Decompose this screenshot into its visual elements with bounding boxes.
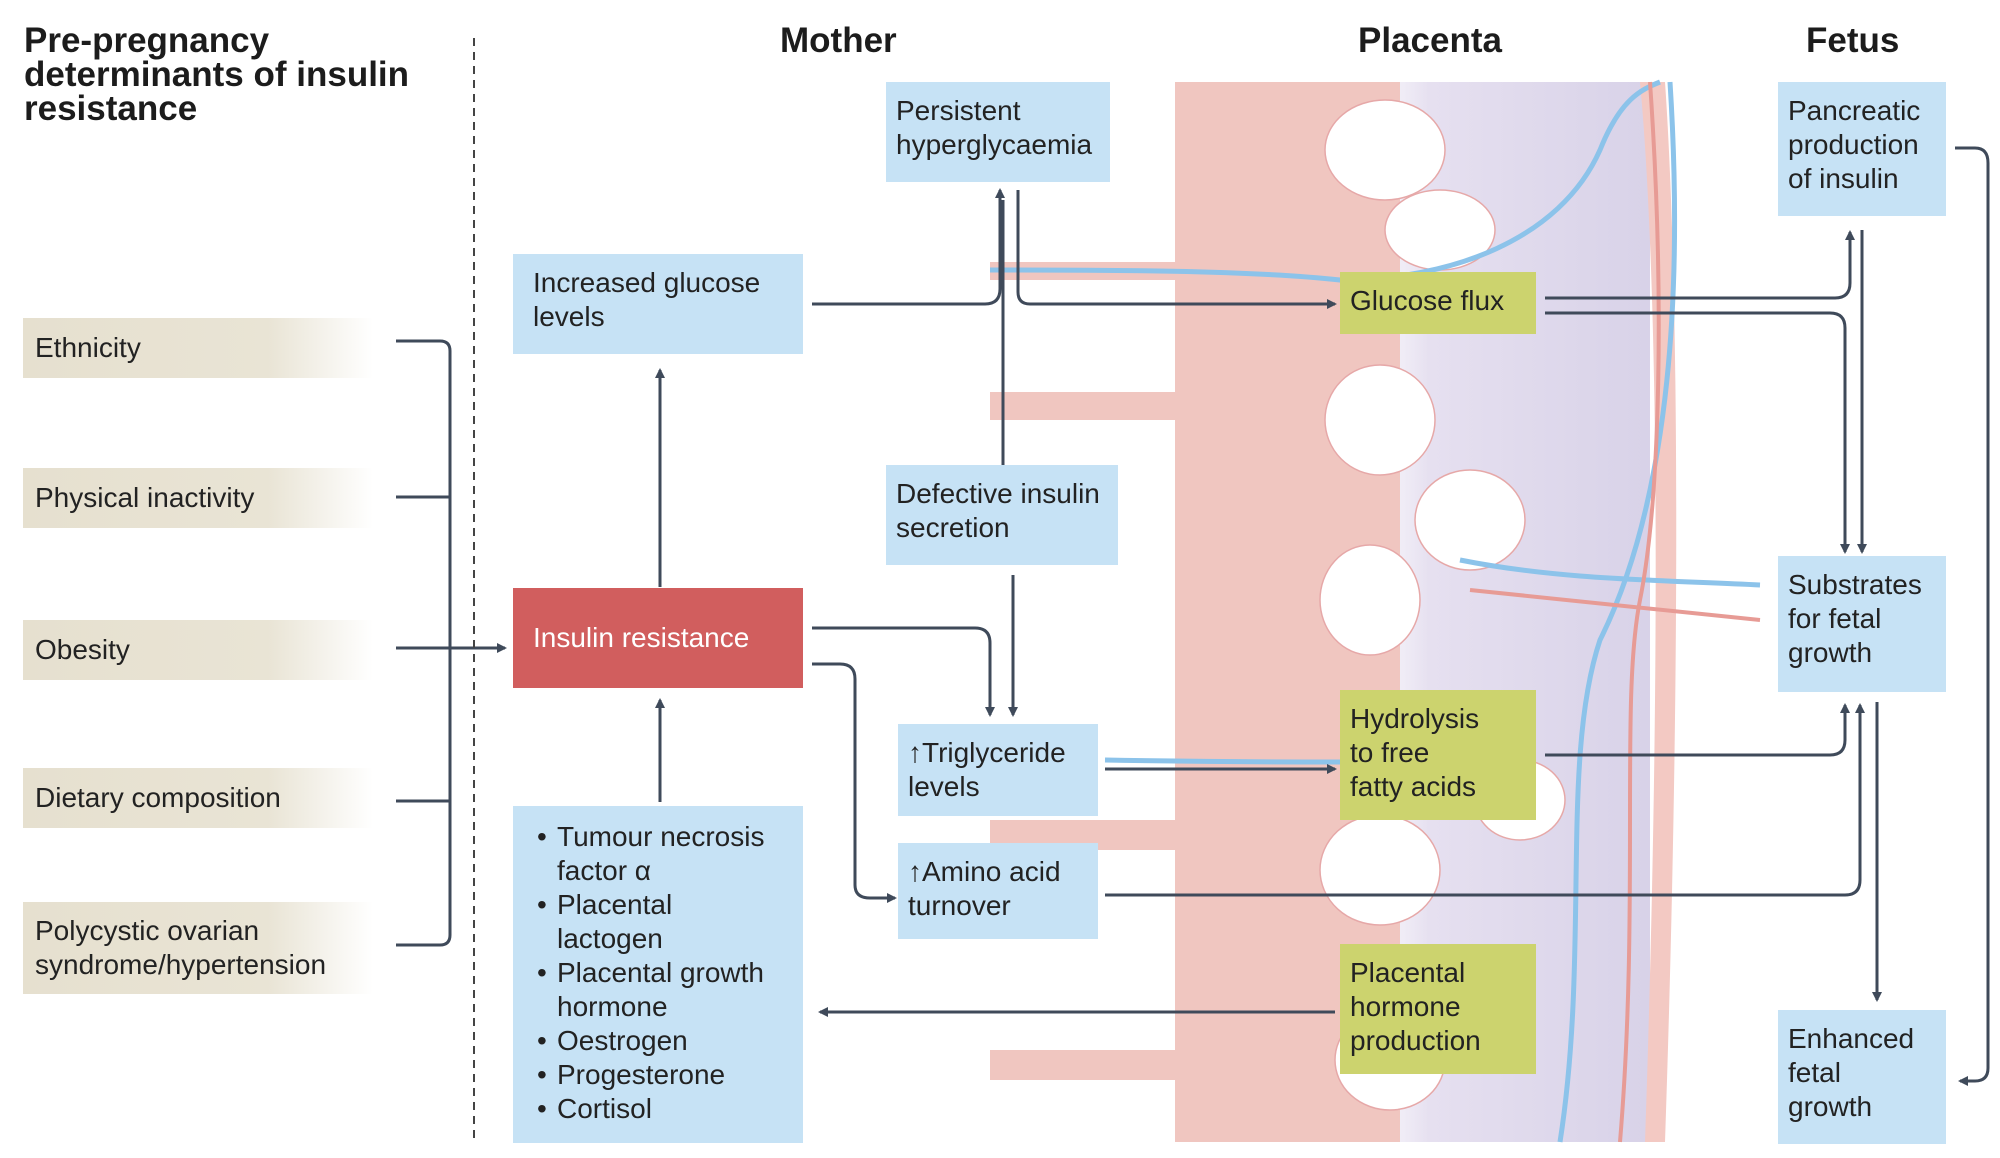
persistent-hyperglycaemia-label: Persistent hyperglycaemia (896, 95, 1093, 160)
hydrolysis-box: Hydrolysis to free fatty acids (1340, 690, 1536, 820)
hormone-production-label: Placental hormone production (1350, 957, 1481, 1056)
amino-acid-box: ↑Amino acid turnover (898, 843, 1098, 939)
determinant-physical-inactivity: Physical inactivity (23, 468, 373, 528)
hormone-production-box: Placental hormone production (1340, 944, 1536, 1074)
factor-item: Placental lactogen (535, 888, 793, 956)
enhanced-growth-box: Enhanced fetal growth (1778, 1010, 1946, 1144)
blue-vessels (989, 79, 1761, 1143)
substrates-label: Substrates for fetal growth (1788, 569, 1922, 668)
glucose-flux-label: Glucose flux (1350, 285, 1505, 316)
glucose-flux-box: Glucose flux (1340, 272, 1536, 334)
triglyceride-label: ↑Triglyceride levels (908, 737, 1066, 802)
persistent-hyperglycaemia-box: Persistent hyperglycaemia (886, 82, 1110, 182)
factor-item: Progesterone (535, 1058, 793, 1092)
hormonal-factors-box: Tumour necrosis factor α Placental lacto… (513, 806, 803, 1143)
defective-insulin-label: Defective insulin secretion (896, 478, 1100, 543)
factor-item: Oestrogen (535, 1024, 793, 1058)
pancreatic-insulin-label: Pancreatic production of insulin (1788, 95, 1921, 194)
pancreatic-insulin-box: Pancreatic production of insulin (1778, 82, 1946, 216)
header-pre-pregnancy: Pre-pregnancy determinants of insulin re… (24, 21, 410, 128)
factor-item: Placental growth hormone (535, 956, 793, 1024)
header-placenta: Placenta (1358, 21, 1502, 60)
triglyceride-box: ↑Triglyceride levels (898, 724, 1098, 816)
determinant-pcos-hypertension: Polycystic ovarian syndrome/hypertension (23, 902, 373, 994)
hormonal-factors-list: Tumour necrosis factor α Placental lacto… (535, 820, 793, 1126)
determinant-obesity: Obesity (23, 620, 373, 680)
header-mother: Mother (780, 21, 897, 60)
header-fetus: Fetus (1806, 21, 1900, 60)
substrates-box: Substrates for fetal growth (1778, 556, 1946, 692)
insulin-resistance-label: Insulin resistance (533, 622, 750, 653)
connector-lines (396, 146, 1990, 1086)
factor-item: Tumour necrosis factor α (535, 820, 793, 888)
increased-glucose-box: Increased glucose levels (513, 254, 803, 354)
defective-insulin-box: Defective insulin secretion (886, 465, 1118, 565)
enhanced-growth-label: Enhanced fetal growth (1788, 1023, 1915, 1122)
determinant-dietary-composition: Dietary composition (23, 768, 373, 828)
umbilical-artery-strip (1640, 82, 1677, 1142)
hydrolysis-label: Hydrolysis to free fatty acids (1350, 703, 1480, 802)
amino-acid-label: ↑Amino acid turnover (908, 856, 1061, 921)
factor-item: Cortisol (535, 1092, 793, 1126)
insulin-resistance-box: Insulin resistance (513, 588, 803, 688)
red-vessels (1469, 81, 1761, 1143)
increased-glucose-label: Increased glucose levels (533, 267, 761, 332)
determinant-ethnicity: Ethnicity (23, 318, 373, 378)
decidua-pink (990, 82, 1400, 1142)
